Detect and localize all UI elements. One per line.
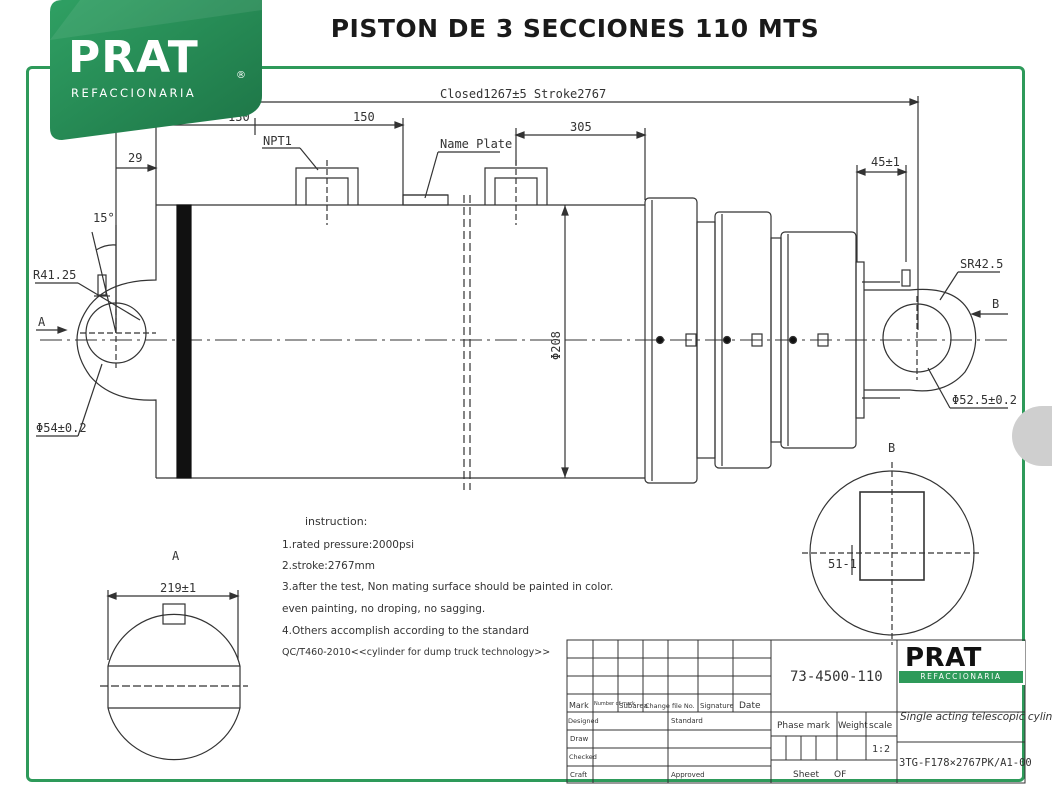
title-block-grid <box>566 639 1026 784</box>
scale-value: 1:2 <box>872 744 890 755</box>
brand-subtitle: REFACCIONARIA <box>71 86 197 100</box>
side-scroll-tab[interactable] <box>1012 406 1052 466</box>
dia-barrel-label: Φ208 <box>549 331 563 360</box>
detail-b-title: B <box>888 441 895 455</box>
dim-29: 29 <box>128 151 142 165</box>
instruction-line: 2.stroke:2767mm <box>282 560 375 572</box>
col-date: Date <box>739 701 761 711</box>
dimension-45: 45±1 <box>855 155 908 262</box>
barrel: Φ208 <box>156 160 645 490</box>
detail-view-a: A 219±1 <box>100 549 248 761</box>
col-mark: Mark <box>569 701 589 710</box>
instructions: instruction: 1.rated pressure:2000psi 2.… <box>282 515 613 658</box>
radius-left-label: R41.25 <box>33 268 76 282</box>
row-checked: Checked <box>569 753 597 761</box>
npt-callout: NPT1 <box>262 134 319 171</box>
instruction-line: 1.rated pressure:2000psi <box>282 539 414 551</box>
angle-label: 15° <box>93 211 115 225</box>
dia-right-label: Φ52.5±0.2 <box>952 393 1017 407</box>
title-block-text: 73-4500-110 Single acting telescopic cyl… <box>568 669 1052 780</box>
sheet-label: Sheet <box>793 770 819 780</box>
detail-a-title: A <box>172 549 180 563</box>
dim-150: 150 <box>353 110 375 124</box>
col-subarea: Subarea <box>619 702 648 710</box>
row-craft: Craft <box>570 771 587 779</box>
page-title: PISTON DE 3 SECCIONES 110 MTS <box>330 14 820 43</box>
row-designed: Designed <box>568 717 599 725</box>
brand-logo-small: PRAT REFACCIONARIA <box>899 641 1025 685</box>
drawing-description: Single acting telescopic cylinder <box>900 711 1052 723</box>
right-eye-mount: SR42.5 Φ52.5±0.2 B <box>862 257 1017 409</box>
approved-label: Approved <box>671 771 705 779</box>
detail-view-b: B 51-1 <box>802 441 982 645</box>
instruction-line: QC/T460-2010<<cylinder for dump truck te… <box>282 647 550 658</box>
brand-wordmark: PRAT <box>68 32 199 83</box>
dimension-top: 130 150 305 <box>155 110 647 205</box>
overall-dim-label: Closed1267±5 Stroke2767 <box>440 87 606 101</box>
of-label: OF <box>834 770 846 780</box>
npt-label: NPT1 <box>263 134 292 148</box>
dim-305: 305 <box>570 120 592 134</box>
instruction-line: 3.after the test, Non mating surface sho… <box>282 581 613 593</box>
left-eye-mount: 15° R41.25 Φ54±0.2 A <box>33 205 157 478</box>
part-code: 3TG-F178×2767PK/A1-00 <box>899 757 1032 769</box>
col-signature: Signature <box>700 702 734 710</box>
phase-mark-label: Phase mark <box>777 721 831 731</box>
view-b-arrow-label: B <box>992 297 999 311</box>
name-plate-callout: Name Plate <box>424 137 512 199</box>
weight-label: Weight <box>838 721 868 731</box>
sr-right-label: SR42.5 <box>960 257 1003 271</box>
brand-subtitle-small: REFACCIONARIA <box>899 671 1023 683</box>
drawing-number: 73-4500-110 <box>790 669 883 685</box>
row-draw: Draw <box>570 735 589 743</box>
name-plate-label: Name Plate <box>440 137 512 151</box>
instructions-heading: instruction: <box>305 515 367 528</box>
standard-label: Standard <box>671 717 703 725</box>
brand-logo: PRAT REFACCIONARIA ® <box>50 0 262 140</box>
instruction-line: even painting, no droping, no sagging. <box>282 603 485 615</box>
dia-left-label: Φ54±0.2 <box>36 421 87 435</box>
instruction-line: 4.Others accomplish according to the sta… <box>282 625 529 637</box>
dimension-29: 29 <box>116 151 158 172</box>
scale-label: scale <box>869 721 893 731</box>
col-change-file: Change file No. <box>645 702 695 710</box>
col-number-of-mark: Number of mark <box>594 701 635 707</box>
registered-mark: ® <box>236 70 246 81</box>
dim-45: 45±1 <box>871 155 900 169</box>
width-a-label: 219±1 <box>160 581 196 595</box>
brand-wordmark-small: PRAT <box>905 643 982 673</box>
view-a-arrow-label: A <box>38 315 46 329</box>
telescopic-stages <box>644 197 865 484</box>
slot-b-label: 51-1 <box>828 557 857 571</box>
